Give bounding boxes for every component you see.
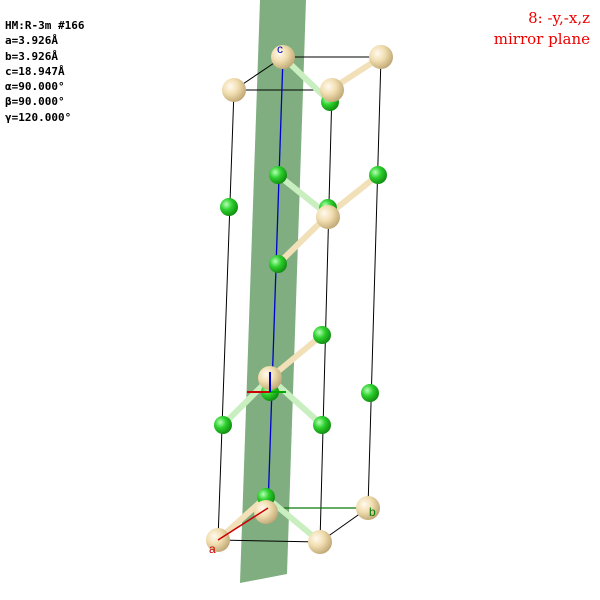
axis-a-line bbox=[217, 507, 269, 541]
axis-a-label: a bbox=[209, 542, 216, 556]
origin-axes-marker bbox=[247, 372, 286, 393]
axis-b-label: b bbox=[369, 505, 376, 519]
axis-c-label: c bbox=[277, 42, 283, 56]
angle-beta-label: β=90.000° bbox=[5, 95, 65, 109]
space-group-label: HM:R-3m #166 bbox=[5, 19, 85, 32]
unit-cell-info: HM:R-3m #166 a=3.926Å b=3.926Å c=18.947Å… bbox=[5, 18, 84, 125]
symmetry-op-type: mirror plane bbox=[493, 30, 590, 48]
angle-alpha-label: α=90.000° bbox=[5, 80, 65, 94]
mirror-plane bbox=[240, 0, 306, 583]
symmetry-operation: 8: -y,-x,z mirror plane bbox=[494, 8, 590, 50]
lattice-a-label: a=3.926Å bbox=[5, 34, 58, 48]
lattice-c-label: c=18.947Å bbox=[5, 64, 65, 78]
angle-gamma-label: γ=120.000° bbox=[5, 110, 72, 124]
axis-c-line bbox=[267, 56, 284, 509]
lattice-b-label: b=3.926Å bbox=[5, 49, 58, 63]
symmetry-op-formula: 8: -y,-x,z bbox=[528, 9, 590, 27]
cream-atoms bbox=[206, 45, 393, 554]
